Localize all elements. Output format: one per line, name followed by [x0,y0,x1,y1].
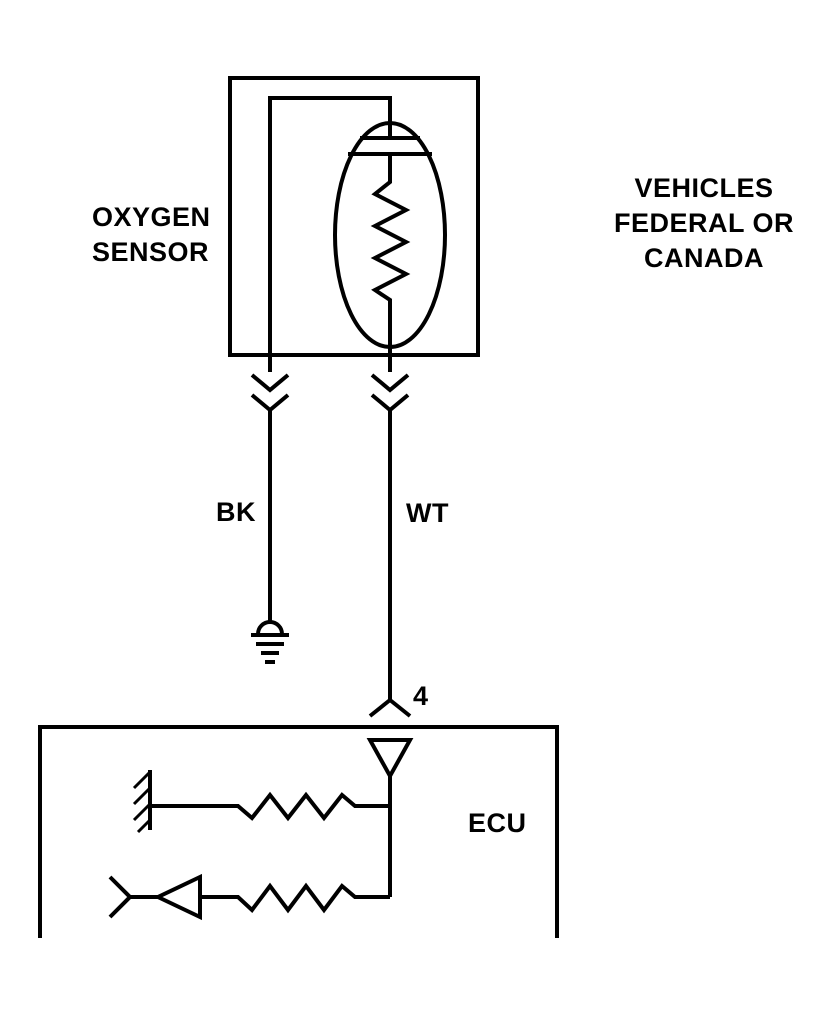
ecu-label: ECU [468,808,527,838]
vehicles-label-line3: CANADA [644,243,764,273]
ecu-housing [38,725,559,938]
vehicles-label-line1: VEHICLES [634,173,773,203]
oxygen-sensor-label-line2: SENSOR [92,237,209,267]
ecu-lower-resistor [200,882,390,914]
sensor-resistor [370,154,411,372]
pin-number-label: 4 [413,681,429,711]
ecu-input-triangle [366,738,414,781]
connector-wt [370,373,410,413]
ecu-amplifier-triangle [153,873,202,921]
chassis-ground-symbol [132,770,152,834]
ground-symbol [251,620,289,664]
ecu-upper-resistor [150,791,390,822]
oxygen-sensor-housing [228,76,480,357]
ecu-output-connector [108,875,158,919]
connector-bk [250,373,290,413]
ecu-pin-4-connector [368,697,412,718]
vehicles-label-line2: FEDERAL OR [614,208,794,238]
wire-label-wt: WT [406,498,449,528]
oxygen-sensor-label-line1: OXYGEN [92,202,211,232]
wire-label-bk: BK [216,497,256,527]
sensor-internal-black-wire [268,96,392,372]
